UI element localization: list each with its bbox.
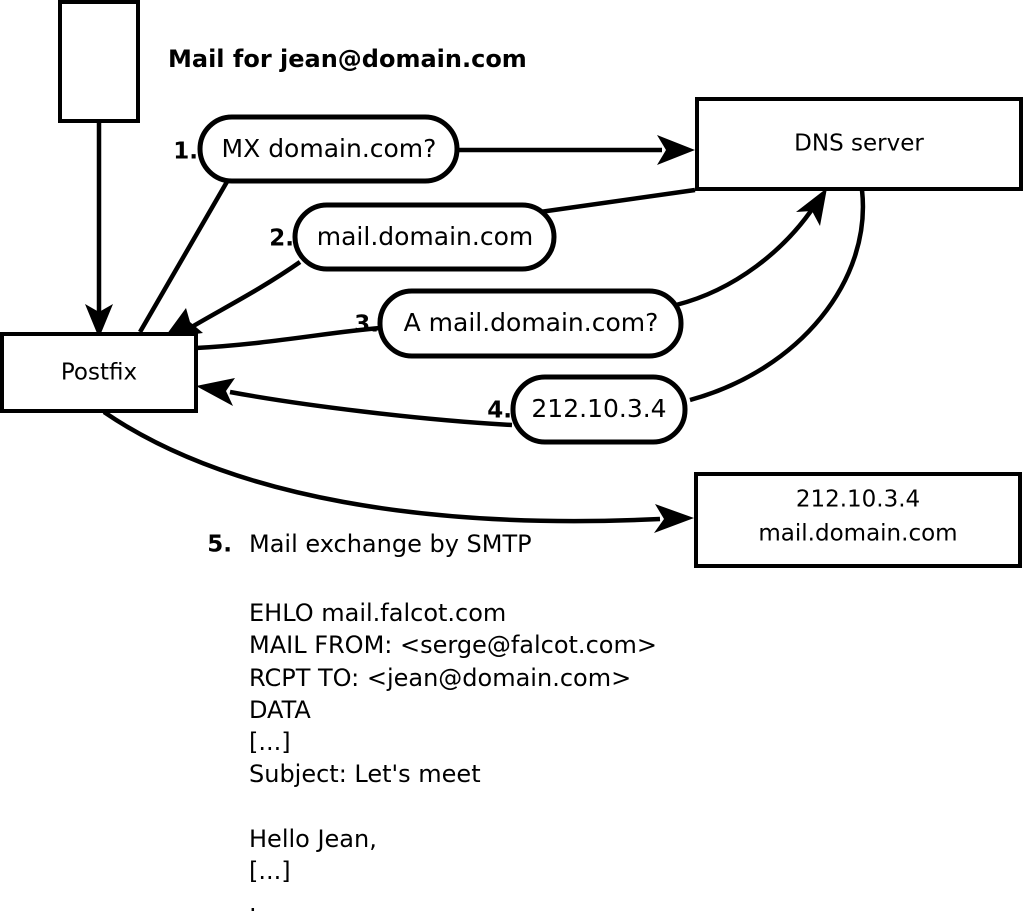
transcript-line: . <box>249 889 257 917</box>
transcript-line: DATA <box>249 696 311 724</box>
transcript-line: MAIL FROM: <serge@falcot.com> <box>249 631 657 659</box>
step-4-label: 212.10.3.4 <box>531 394 666 423</box>
transcript-line: EHLO mail.falcot.com <box>249 599 506 627</box>
connector-step2-dns-to-bubble <box>539 187 696 215</box>
step-1-bubble: 1. MX domain.com? <box>173 114 460 184</box>
node-mail-server: 212.10.3.4 mail.domain.com <box>694 472 1022 568</box>
arrowhead-step1-to-dns <box>657 135 695 165</box>
connector-step4-dns-to-bubble <box>689 189 866 403</box>
step-2-bubble: 2. mail.domain.com <box>269 202 557 272</box>
connector-step1-bubble-to-dns <box>458 135 695 165</box>
postfix-label: Postfix <box>61 360 137 386</box>
connector-step3-postfix-to-bubble <box>195 325 381 351</box>
node-dns-server: DNS server <box>695 97 1023 191</box>
connector-step2-bubble-to-postfix <box>164 260 302 338</box>
arrowhead-step4-to-postfix <box>196 378 235 406</box>
arrowhead-step3-to-dns <box>796 188 827 226</box>
dns-server-label: DNS server <box>794 131 924 157</box>
smtp-transcript: EHLO mail.falcot.com MAIL FROM: <serge@f… <box>249 599 657 917</box>
step-3-number: 3. <box>354 312 379 338</box>
step-1-number: 1. <box>173 139 198 165</box>
connector-step4-bubble-to-postfix <box>196 378 513 428</box>
step-4-number: 4. <box>487 398 512 424</box>
step-3-bubble: 3. A mail.domain.com? <box>354 288 684 359</box>
step-5-label: Mail exchange by SMTP <box>249 530 532 558</box>
connector-step3-bubble-to-dns <box>675 188 827 308</box>
connector-step1-postfix-to-bubble <box>138 178 230 334</box>
transcript-line: [...] <box>249 728 291 756</box>
mail-server-ip: 212.10.3.4 <box>796 487 920 513</box>
transcript-line: [...] <box>249 857 291 885</box>
step-5-number: 5. <box>207 532 232 558</box>
transcript-line: RCPT TO: <jean@domain.com> <box>249 664 631 692</box>
arrowhead-step2-to-postfix <box>164 308 203 338</box>
transcript-line: Hello Jean, <box>249 825 377 853</box>
step-1-label: MX domain.com? <box>222 134 437 163</box>
step-2-number: 2. <box>269 226 294 252</box>
page-title: Mail for jean@domain.com <box>168 45 527 73</box>
node-mail-source <box>58 0 140 123</box>
step-4-bubble: 4. 212.10.3.4 <box>487 374 688 445</box>
step-3-label: A mail.domain.com? <box>404 308 659 337</box>
connector-step5-postfix-to-mailserver <box>102 410 694 533</box>
node-postfix: Postfix <box>0 332 198 413</box>
arrowhead-source-to-postfix <box>85 304 113 338</box>
transcript-line: Subject: Let's meet <box>249 760 481 788</box>
connector-source-to-postfix <box>85 122 113 338</box>
step-2-label: mail.domain.com <box>317 222 533 251</box>
mail-server-hostname: mail.domain.com <box>758 521 957 547</box>
arrowhead-step5-to-mailserver <box>654 504 694 533</box>
